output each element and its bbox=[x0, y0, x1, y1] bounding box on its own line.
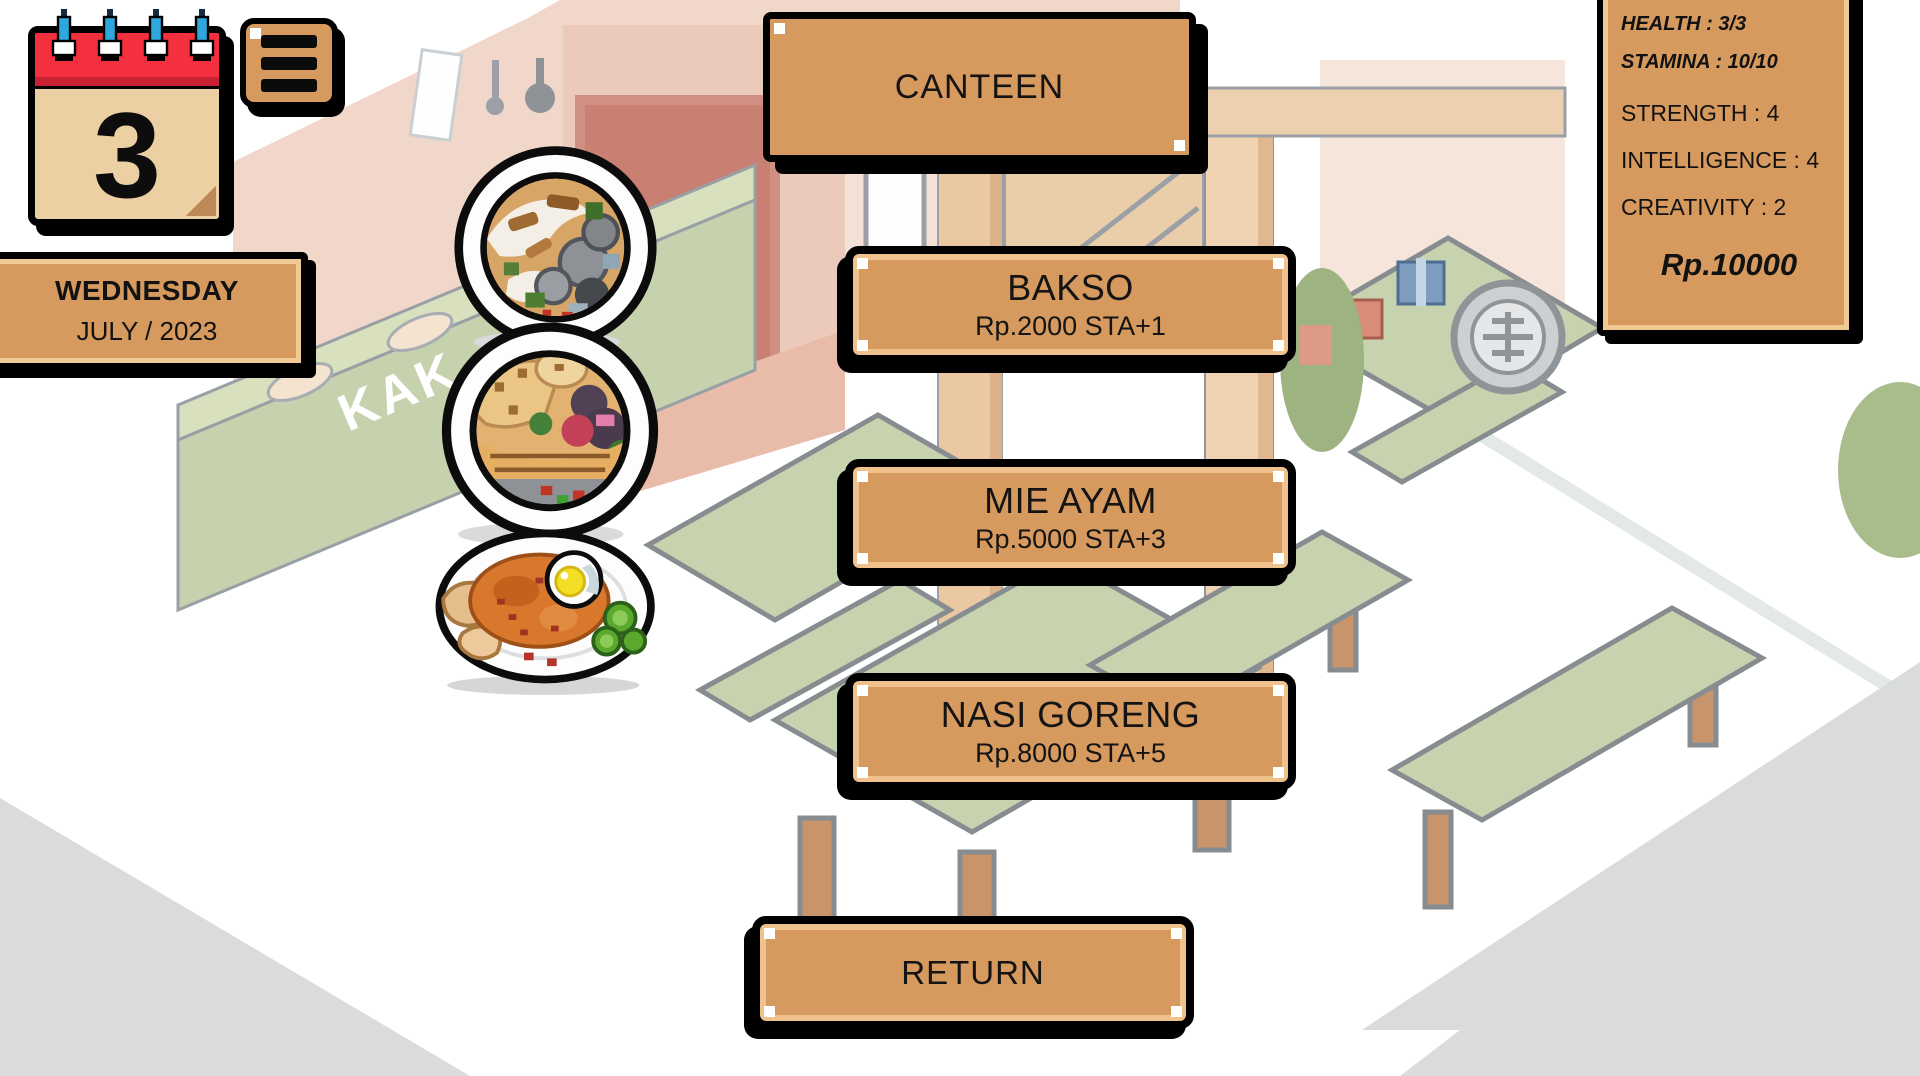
menu-item-label: NASI GORENG bbox=[940, 693, 1201, 735]
nasi-goreng-plate-icon bbox=[435, 529, 655, 695]
wall-poster bbox=[408, 47, 464, 143]
hamburger-menu-button[interactable] bbox=[240, 18, 338, 108]
calendar-day: 3 bbox=[93, 87, 161, 223]
stats-panel: HEALTH : 3/3 STAMINA : 10/10 STRENGTH : … bbox=[1597, 0, 1855, 336]
corner-pixel bbox=[857, 340, 868, 351]
corner-pixel bbox=[1273, 471, 1284, 482]
corner-pixel bbox=[1273, 767, 1284, 778]
calendar-fold-corner bbox=[186, 186, 216, 216]
calendar-pin-icon bbox=[51, 9, 77, 61]
menu-item-price-effect: Rp.8000 STA+5 bbox=[975, 737, 1166, 768]
menu-item-mie-ayam-button[interactable]: MIE AYAM Rp.5000 STA+3 bbox=[845, 459, 1296, 576]
money-amount: Rp.10000 bbox=[1660, 247, 1798, 282]
corner-pixel bbox=[857, 685, 868, 696]
hamburger-icon bbox=[261, 34, 317, 48]
menu-item-price-effect: Rp.5000 STA+3 bbox=[975, 523, 1166, 554]
health-stat: HEALTH : 3/3 bbox=[1621, 13, 1747, 35]
calendar-pin-icon bbox=[143, 9, 169, 61]
return-button[interactable]: RETURN bbox=[752, 916, 1194, 1029]
hamburger-icon bbox=[261, 78, 317, 92]
location-title: CANTEEN bbox=[894, 67, 1065, 106]
return-label: RETURN bbox=[901, 954, 1045, 991]
corner-pixel bbox=[1171, 1006, 1182, 1017]
date-panel: WEDNESDAY JULY / 2023 bbox=[0, 252, 308, 370]
corner-pixel bbox=[764, 1006, 775, 1017]
wall-clock bbox=[1450, 279, 1566, 395]
corner-pixel bbox=[1174, 140, 1185, 151]
corner-pixel bbox=[250, 28, 261, 39]
menu-item-bakso-button[interactable]: BAKSO Rp.2000 STA+1 bbox=[845, 246, 1296, 363]
corner-pixel bbox=[857, 471, 868, 482]
corner-pixel bbox=[857, 553, 868, 564]
calendar-widget: 3 bbox=[28, 9, 226, 226]
hanging-utensils bbox=[408, 47, 555, 143]
stamina-stat: STAMINA : 10/10 bbox=[1621, 51, 1778, 73]
corner-pixel bbox=[764, 928, 775, 939]
corner-pixel bbox=[857, 258, 868, 269]
corner-pixel bbox=[1273, 553, 1284, 564]
month-year-label: JULY / 2023 bbox=[76, 316, 218, 346]
corner-pixel bbox=[1171, 928, 1182, 939]
menu-item-price-effect: Rp.2000 STA+1 bbox=[975, 310, 1166, 341]
calendar-pin-icon bbox=[97, 9, 123, 61]
corner-pixel bbox=[1273, 685, 1284, 696]
corner-pixel bbox=[1273, 258, 1284, 269]
menu-item-nasi-goreng-button[interactable]: NASI GORENG Rp.8000 STA+5 bbox=[845, 673, 1296, 790]
corner-pixel bbox=[774, 23, 785, 34]
creativity-stat: CREATIVITY : 2 bbox=[1621, 194, 1787, 220]
location-title-banner: CANTEEN bbox=[763, 12, 1196, 162]
plants bbox=[1280, 268, 1920, 558]
strength-stat: STRENGTH : 4 bbox=[1621, 100, 1780, 126]
calendar-pin-icon bbox=[189, 9, 215, 61]
menu-item-label: MIE AYAM bbox=[984, 479, 1157, 521]
weekday-label: WEDNESDAY bbox=[55, 275, 239, 306]
menu-item-label: BAKSO bbox=[1007, 266, 1134, 308]
corner-pixel bbox=[857, 767, 868, 778]
hamburger-icon bbox=[261, 56, 317, 70]
table-props bbox=[1350, 258, 1446, 340]
corner-pixel bbox=[1273, 340, 1284, 351]
intelligence-stat: INTELLIGENCE : 4 bbox=[1621, 147, 1820, 173]
